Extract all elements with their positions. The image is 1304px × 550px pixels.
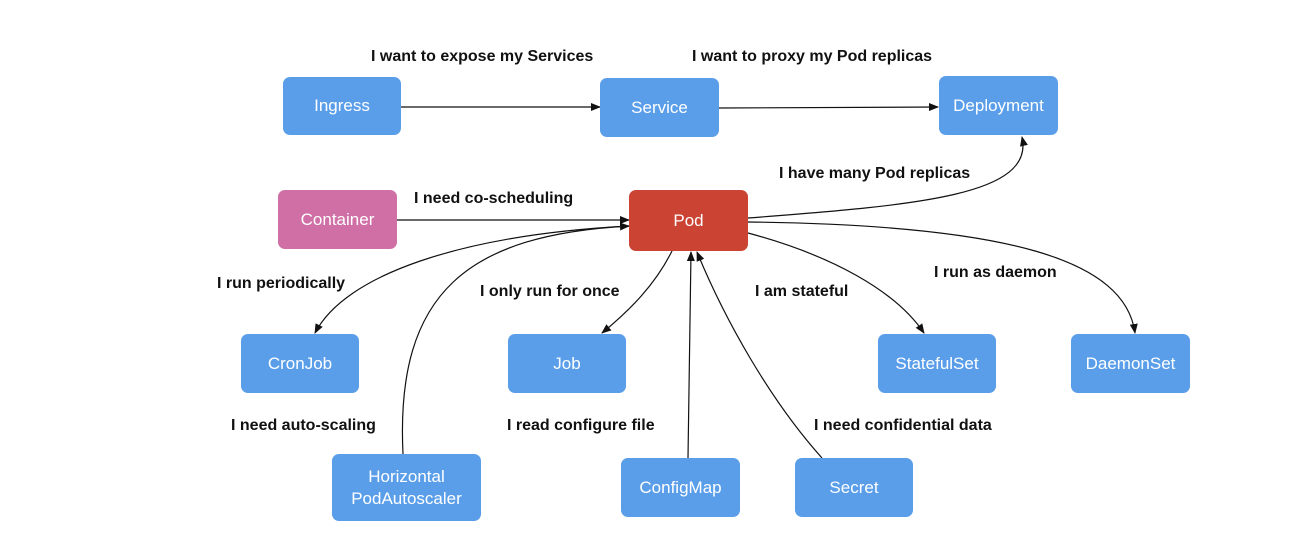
ingress-node[interactable]: Ingress — [283, 77, 401, 135]
container-label: Container — [300, 209, 375, 229]
statefulset-node[interactable]: StatefulSet — [878, 334, 996, 393]
label-run-periodically: I run periodically — [217, 275, 346, 292]
cronjob-label: CronJob — [267, 353, 333, 373]
pod-node[interactable]: Pod — [629, 190, 748, 251]
service-label: Service — [631, 97, 688, 117]
job-node[interactable]: Job — [508, 334, 626, 393]
label-configure-file: I read configure file — [507, 417, 655, 434]
statefulset-label: StatefulSet — [895, 353, 979, 373]
label-stateful: I am stateful — [755, 283, 849, 300]
label-confidential: I need confidential data — [814, 417, 992, 434]
label-run-once: I only run for once — [480, 283, 620, 300]
service-node[interactable]: Service — [600, 78, 719, 137]
arrow-hpa-to-pod — [401, 222, 630, 455]
job-label: Job — [553, 353, 581, 373]
hpa-label-line1: Horizontal — [368, 466, 445, 486]
label-auto-scaling: I need auto-scaling — [231, 417, 376, 434]
arrow-configmap-to-pod — [686, 251, 695, 459]
container-node[interactable]: Container — [278, 190, 397, 249]
label-co-scheduling: I need co-scheduling — [414, 190, 574, 207]
daemonset-label: DaemonSet — [1085, 353, 1176, 373]
secret-node[interactable]: Secret — [795, 458, 913, 517]
arrow-pod-to-daemonset — [747, 221, 1138, 334]
arrow-service-to-deployment — [718, 103, 939, 112]
label-proxy-replicas: I want to proxy my Pod replicas — [692, 48, 933, 65]
hpa-node[interactable]: Horizontal PodAutoscaler — [332, 454, 481, 521]
arrow-pod-to-deployment — [747, 136, 1028, 219]
daemonset-node[interactable]: DaemonSet — [1071, 334, 1190, 393]
configmap-label: ConfigMap — [639, 477, 722, 497]
label-many-replicas: I have many Pod replicas — [779, 165, 971, 182]
cronjob-node[interactable]: CronJob — [241, 334, 359, 393]
deployment-label: Deployment — [953, 95, 1044, 115]
arrow-pod-to-cronjob — [314, 225, 630, 334]
secret-label: Secret — [829, 477, 879, 497]
configmap-node[interactable]: ConfigMap — [621, 458, 740, 517]
arrow-secret-to-pod — [696, 251, 823, 459]
hpa-label-line2: PodAutoscaler — [351, 488, 462, 508]
arrow-pod-to-job — [601, 250, 673, 334]
arrow-pod-to-statefulset — [747, 232, 925, 334]
pod-label: Pod — [673, 210, 704, 230]
label-expose-services: I want to expose my Services — [371, 48, 594, 65]
deployment-node[interactable]: Deployment — [939, 76, 1058, 135]
label-daemon: I run as daemon — [934, 264, 1057, 281]
ingress-label: Ingress — [314, 96, 370, 115]
